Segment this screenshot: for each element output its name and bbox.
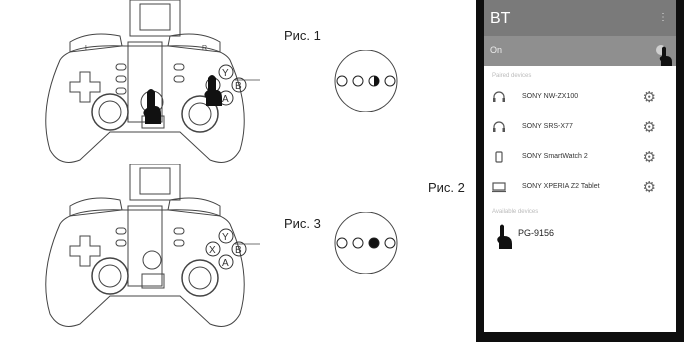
led-on <box>368 237 380 249</box>
bluetooth-toggle-row[interactable]: On <box>484 36 676 66</box>
pointing-hand-icon <box>659 46 672 66</box>
led-half-fill <box>374 76 379 86</box>
device-name: PG-9156 <box>518 228 555 238</box>
bluetooth-settings-screen: BT ⋮ On Paired devices SONY NW-ZX100 ⚙ S… <box>484 0 676 332</box>
right-shoulder-label: R <box>202 45 207 52</box>
overflow-menu-icon[interactable]: ⋮ <box>658 12 668 23</box>
gamepad-diagram-bottom: Y X B A <box>45 164 260 327</box>
led-off <box>336 237 348 249</box>
button-y-label: Y <box>222 68 229 79</box>
button-a-label: A <box>222 258 229 269</box>
tablet-icon <box>492 182 506 193</box>
device-name: SONY NW-ZX100 <box>522 93 579 100</box>
figure-2-label: Рис. 2 <box>428 180 465 195</box>
device-name: SONY SmartWatch 2 <box>522 153 588 160</box>
button-a-label: A <box>222 94 229 105</box>
led-off <box>352 75 364 87</box>
pointing-hand-icon <box>143 89 161 124</box>
button-b-label: B <box>235 245 242 256</box>
gear-icon[interactable]: ⚙ <box>642 148 656 166</box>
left-shoulder-label: L <box>85 45 89 52</box>
gamepad-diagram-top: L R Y X B A <box>45 0 260 163</box>
gear-icon[interactable]: ⚙ <box>642 88 656 106</box>
phone-frame: BT ⋮ On Paired devices SONY NW-ZX100 ⚙ S… <box>476 0 684 342</box>
button-x-label: X <box>209 245 216 256</box>
device-name: SONY XPERIA Z2 Tablet <box>522 183 600 190</box>
app-bar: BT ⋮ <box>484 0 676 36</box>
bluetooth-toggle-switch[interactable] <box>656 45 666 55</box>
led-off <box>384 75 396 87</box>
toggle-label: On <box>490 45 503 55</box>
button-b-label: B <box>235 81 242 92</box>
paired-device-row[interactable]: SONY XPERIA Z2 Tablet ⚙ <box>484 172 676 202</box>
gear-icon[interactable]: ⚙ <box>642 178 656 196</box>
available-devices-header: Available devices <box>492 209 539 215</box>
figure-1-label: Рис. 1 <box>284 28 321 43</box>
led-off <box>352 237 364 249</box>
device-name: SONY SRS-X77 <box>522 123 573 130</box>
pointing-hand-icon <box>204 75 222 106</box>
available-device-row[interactable]: PG-9156 <box>484 218 676 252</box>
gear-icon[interactable]: ⚙ <box>642 118 656 136</box>
led-indicator-fig3 <box>334 212 398 274</box>
headphones-icon <box>493 91 505 102</box>
led-off <box>384 237 396 249</box>
headphones-icon <box>493 121 505 132</box>
pointing-hand-icon <box>497 224 512 249</box>
paired-device-row[interactable]: SONY SmartWatch 2 ⚙ <box>484 142 676 172</box>
paired-device-row[interactable]: SONY NW-ZX100 ⚙ <box>484 82 676 112</box>
paired-device-row[interactable]: SONY SRS-X77 ⚙ <box>484 112 676 142</box>
button-y-label: Y <box>222 232 229 243</box>
page-title: BT <box>490 10 511 27</box>
figure-3-label: Рис. 3 <box>284 216 321 231</box>
paired-devices-header: Paired devices <box>492 73 532 79</box>
led-off <box>336 75 348 87</box>
led-indicator-fig1 <box>334 50 398 112</box>
watch-icon <box>495 151 503 163</box>
